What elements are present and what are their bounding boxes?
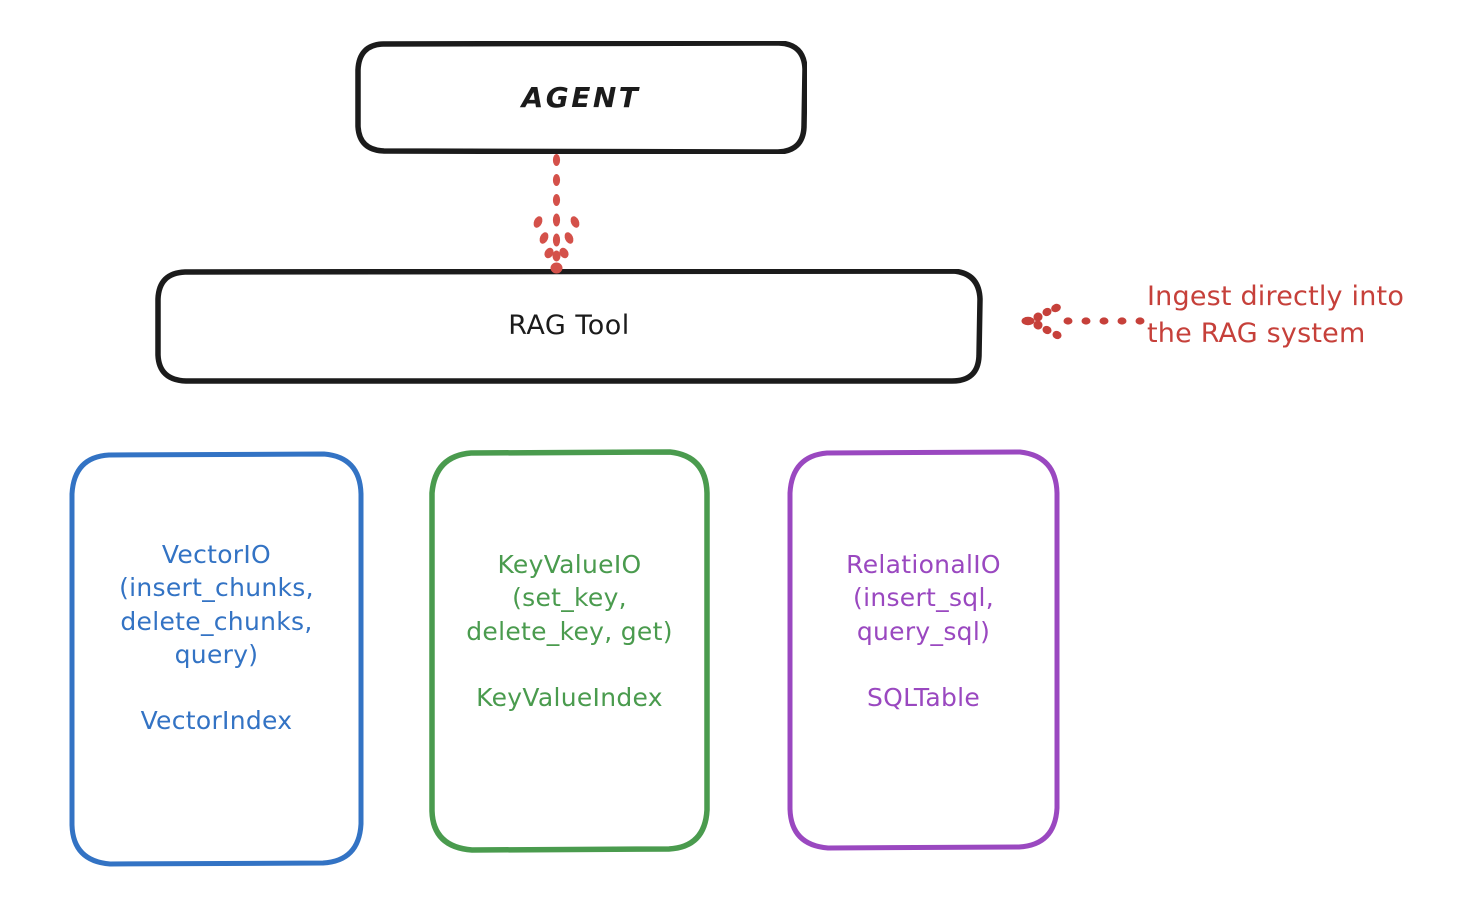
node-agent[interactable]: AGENT <box>355 41 807 154</box>
key-value-io-index-label: KeyValueIndex <box>476 682 663 712</box>
vector-io-content: VectorIO (insert_chunks, delete_chunks, … <box>67 538 366 737</box>
node-relational-io[interactable]: RelationalIO (insert_sql, query_sql) SQL… <box>785 448 1062 852</box>
relational-io-content: RelationalIO (insert_sql, query_sql) SQL… <box>785 548 1062 714</box>
node-key-value-io[interactable]: KeyValueIO (set_key, delete_key, get) Ke… <box>427 448 712 854</box>
ingest-arrow <box>1021 303 1145 340</box>
node-rag-tool[interactable]: RAG Tool <box>155 269 983 384</box>
vector-io-index-label: VectorIndex <box>140 706 293 735</box>
agent-to-rag-arrow <box>533 154 580 274</box>
vector-io-api-label: VectorIO (insert_chunks, delete_chunks, … <box>119 540 314 669</box>
relational-io-index-label: SQLTable <box>866 682 981 712</box>
rag-tool-label: RAG Tool <box>508 310 630 342</box>
agent-label: AGENT <box>521 80 641 114</box>
ingest-annotation: Ingest directly into the RAG system <box>1147 281 1405 350</box>
node-vector-io[interactable]: VectorIO (insert_chunks, delete_chunks, … <box>67 450 366 868</box>
key-value-io-content: KeyValueIO (set_key, delete_key, get) Ke… <box>427 548 712 714</box>
relational-io-api-label: RelationalIO (insert_sql, query_sql) <box>846 550 1001 646</box>
key-value-io-api-label: KeyValueIO (set_key, delete_key, get) <box>466 550 673 646</box>
